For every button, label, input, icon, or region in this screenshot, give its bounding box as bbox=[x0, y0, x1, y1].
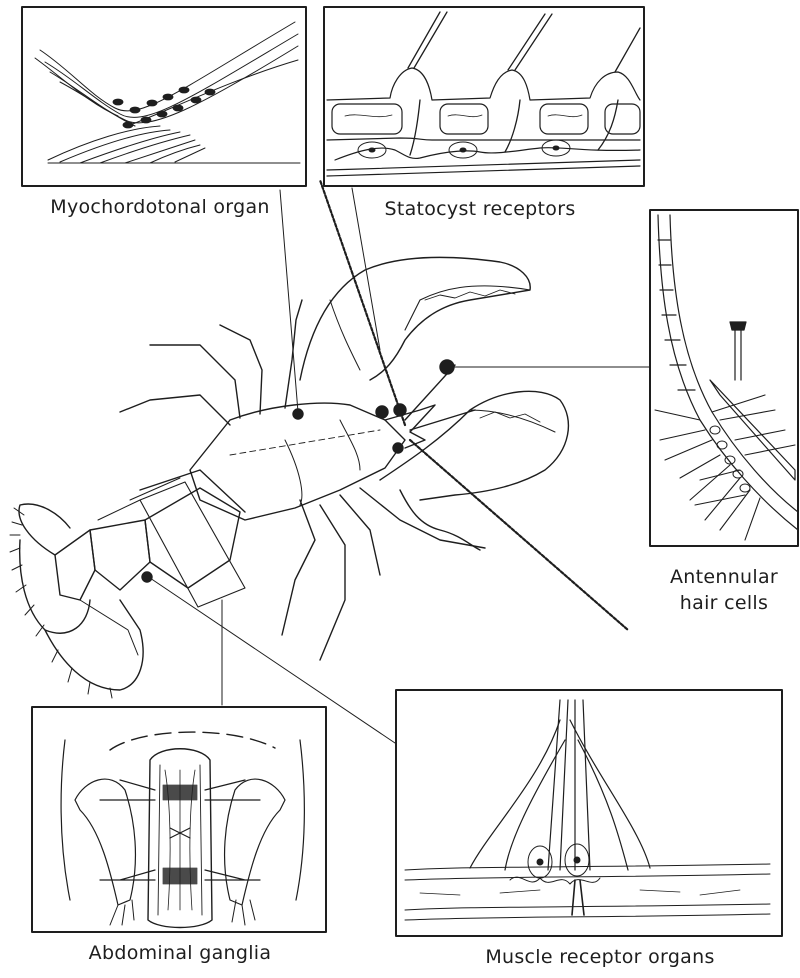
muscle-fibres bbox=[405, 864, 770, 920]
walking-leg bbox=[150, 345, 240, 418]
label-antennular-line1: Antennular bbox=[654, 566, 794, 588]
label-antennular-line2: hair cells bbox=[654, 592, 794, 614]
tail-fan bbox=[20, 540, 90, 633]
leader-line-muscle bbox=[150, 578, 395, 743]
antennule-segments bbox=[658, 215, 798, 530]
walking-leg bbox=[282, 500, 315, 635]
marker-dot-myochordotonal bbox=[293, 409, 303, 419]
abdomen-segment bbox=[55, 530, 95, 600]
receptor-cells bbox=[113, 87, 215, 128]
walking-leg bbox=[320, 505, 345, 660]
statocyst-cuticle bbox=[327, 68, 640, 176]
marker-dot-muscle-receptor bbox=[142, 572, 152, 582]
abdomen-segment bbox=[145, 488, 240, 588]
antennule-spines bbox=[655, 395, 795, 540]
walking-leg bbox=[360, 488, 485, 548]
statocyst-hairs bbox=[408, 12, 640, 155]
claw-lower bbox=[380, 391, 568, 500]
tail-fan-lower bbox=[45, 600, 143, 690]
receptor-dendrites bbox=[470, 700, 650, 870]
label-myochordotonal-organ: Myochordotonal organ bbox=[40, 196, 280, 218]
panel-muscle-receptor bbox=[396, 690, 782, 936]
panel-frame bbox=[324, 7, 644, 186]
panel-antennular bbox=[650, 210, 798, 546]
panel-myochordotonal bbox=[22, 7, 306, 186]
receptor-cells bbox=[510, 844, 600, 915]
abdomen-outline-box bbox=[140, 482, 245, 607]
antennule-hair-cells bbox=[710, 426, 750, 492]
leader-lines bbox=[150, 188, 650, 743]
label-statocyst-receptors: Statocyst receptors bbox=[360, 198, 600, 220]
carapace bbox=[190, 403, 405, 520]
lobster-body bbox=[10, 180, 628, 698]
telson-upper bbox=[19, 504, 70, 555]
nerve-fibres bbox=[35, 22, 300, 163]
panel-frame bbox=[32, 707, 326, 932]
marker-dot-antennular bbox=[440, 360, 454, 374]
panel-abdominal-ganglia bbox=[32, 707, 326, 932]
walking-leg bbox=[120, 395, 230, 425]
walking-leg bbox=[340, 495, 380, 575]
label-abdominal-ganglia: Abdominal ganglia bbox=[60, 942, 300, 964]
label-muscle-receptor-organs: Muscle receptor organs bbox=[450, 946, 750, 968]
walking-leg bbox=[220, 325, 262, 414]
abdomen-segment bbox=[90, 520, 150, 590]
antenna-right bbox=[410, 440, 628, 630]
panel-frame bbox=[396, 690, 782, 936]
claw-upper bbox=[300, 257, 530, 380]
panel-statocyst bbox=[324, 7, 644, 186]
